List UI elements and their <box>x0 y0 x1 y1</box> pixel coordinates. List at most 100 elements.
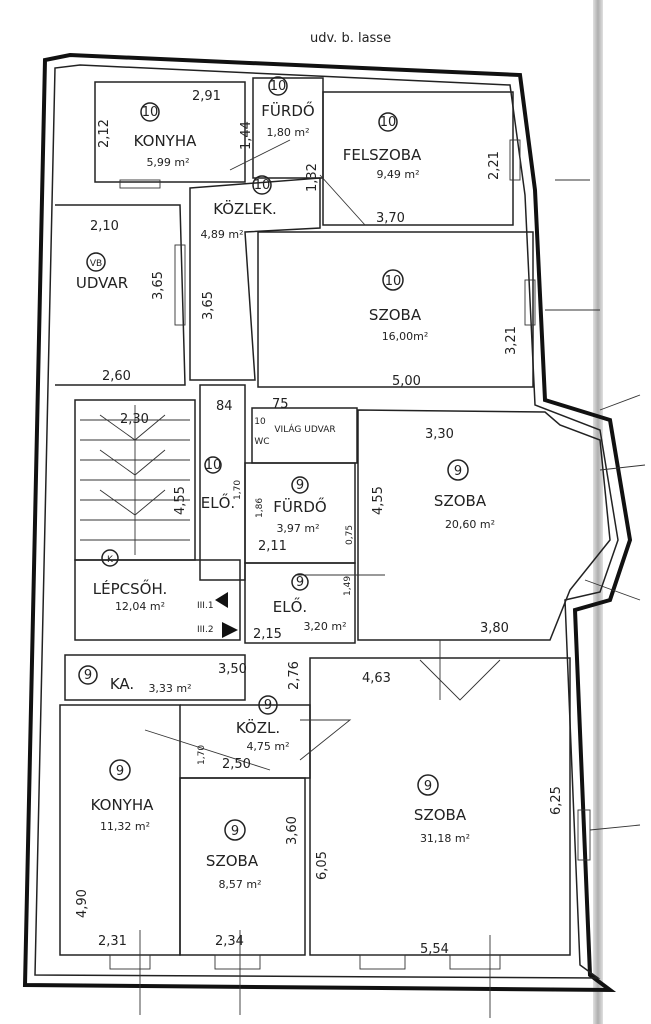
room-number-konyha-bottom: 9 <box>116 764 124 779</box>
elo-mid-walls <box>244 562 356 644</box>
dim-2-60: 2,60 <box>102 369 131 384</box>
dim-2-34: 2,34 <box>215 934 244 949</box>
dim-1-70-mid: 1,70 <box>233 480 243 500</box>
dim-2-31: 2,31 <box>98 934 127 949</box>
dim-3-80: 3,80 <box>480 621 509 636</box>
room-name-felszoba: FELSZOBA <box>343 146 422 164</box>
room-area-konyha-top: 5,99 m² <box>146 156 189 169</box>
room-name-lepcsoh: LÉPCSŐH. <box>93 578 167 598</box>
room-area-szoba-31: 31,18 m² <box>420 832 470 845</box>
room-area-felszoba: 9,49 m² <box>376 168 419 181</box>
floor-marker-1 <box>215 592 228 608</box>
dim-4-55-a: 4,55 <box>173 486 188 515</box>
dim-3-65-b: 3,65 <box>201 291 216 320</box>
room-name-szoba-31: SZOBA <box>414 806 467 824</box>
room-number-felszoba: 10 <box>380 115 397 130</box>
room-number-furdo-mid: 9 <box>296 478 304 493</box>
dim-3-30: 3,30 <box>425 427 454 442</box>
room-number-szoba-857: 9 <box>231 824 239 839</box>
lepcsoh-walls <box>74 559 241 641</box>
room-number-elo-mid: 9 <box>296 575 304 590</box>
szoba-20-walls <box>357 409 611 641</box>
room-name-wc: WC <box>254 437 269 447</box>
room-name-szoba-16: SZOBA <box>369 306 422 324</box>
dim-3-21: 3,21 <box>504 326 519 355</box>
dim-1-70: 1,70 <box>197 745 207 765</box>
room-name-furdo-top: FÜRDŐ <box>261 100 314 120</box>
dim-2-91: 2,91 <box>192 89 221 104</box>
room-area-lepcsoh: 12,04 m² <box>115 600 165 613</box>
window-marks <box>109 139 646 1018</box>
szoba-16-walls <box>257 231 534 388</box>
udvar-walls <box>55 204 186 386</box>
dim-5-54: 5,54 <box>420 942 449 957</box>
dim-1-32: 1,32 <box>305 163 320 192</box>
dim-6-05: 6,05 <box>315 851 330 880</box>
vilag-udvar-walls <box>251 407 358 464</box>
room-markers <box>78 76 469 841</box>
dim-2-21: 2,21 <box>487 151 502 180</box>
room-area-kamra: 3,33 m² <box>148 682 191 695</box>
dim-1-49: 1,49 <box>343 576 353 596</box>
door-swings <box>144 139 501 771</box>
dim-1-86: 1,86 <box>255 498 265 518</box>
room-number-szoba-31: 9 <box>424 779 432 794</box>
room-name-konyha-top: KONYHA <box>134 132 197 150</box>
room-area-furdo-top: 1,80 m² <box>266 126 309 139</box>
dim-0-75: 0,75 <box>345 525 355 545</box>
dim-2-50: 2,50 <box>222 757 251 772</box>
dim-1-44: 1,44 <box>239 121 254 150</box>
floor-marker-2 <box>222 622 238 638</box>
dim-84: 84 <box>216 399 233 414</box>
room-name-kamra: KA. <box>110 675 134 693</box>
dim-2-11: 2,11 <box>258 539 287 554</box>
room-number-elo-left: 10 <box>205 458 222 473</box>
room-name-szoba-857: SZOBA <box>206 852 259 870</box>
room-area-elo-mid: 3,20 m² <box>303 620 346 633</box>
dim-4-63: 4,63 <box>362 671 391 686</box>
room-area-furdo-mid: 3,97 m² <box>276 522 319 535</box>
room-number-furdo-top: 10 <box>270 79 287 94</box>
floor-mark-2: III.2 <box>197 625 214 635</box>
header-note: udv. b. lasse <box>310 31 391 46</box>
dim-3-70: 3,70 <box>376 211 405 226</box>
room-number-szoba-20: 9 <box>454 464 462 479</box>
room-number-wc: 10 <box>254 417 266 427</box>
room-area-szoba-20: 20,60 m² <box>445 518 495 531</box>
room-number-kozlek-top: 10 <box>254 178 271 193</box>
room-name-konyha-bottom: KONYHA <box>91 796 154 814</box>
dim-2-76: 2,76 <box>287 661 302 690</box>
room-number-kamra: 9 <box>84 668 92 683</box>
dim-4-55-b: 4,55 <box>371 486 386 515</box>
room-area-szoba-857: 8,57 m² <box>218 878 261 891</box>
dim-3-65-a: 3,65 <box>151 271 166 300</box>
kozlek-walls <box>189 177 321 381</box>
outer-wall-inner <box>34 64 619 979</box>
room-name-vilag-udvar: VILÁG UDVAR <box>274 423 335 435</box>
felszoba-walls <box>322 91 514 226</box>
room-area-kozlek-top: 4,89 m² <box>200 228 243 241</box>
dim-2-30: 2,30 <box>120 412 149 427</box>
room-name-furdo-mid: FÜRDŐ <box>273 496 326 516</box>
room-number-lepcsoh: K <box>107 555 114 565</box>
kamra-walls <box>64 654 246 701</box>
room-number-szoba-16: 10 <box>385 274 402 289</box>
dim-2-12: 2,12 <box>97 119 112 148</box>
dim-2-10: 2,10 <box>90 219 119 234</box>
dim-4-90: 4,90 <box>75 889 90 918</box>
scan-shadow <box>593 0 603 1024</box>
stairs <box>80 405 190 555</box>
room-name-kozl: KÖZL. <box>236 718 280 737</box>
dim-2-15: 2,15 <box>253 627 282 642</box>
floor-mark-1: III.1 <box>197 601 214 611</box>
dim-5-00: 5,00 <box>392 374 421 389</box>
room-name-szoba-20: SZOBA <box>434 492 487 510</box>
dim-6-25: 6,25 <box>549 786 564 815</box>
room-name-elo-mid: ELŐ. <box>273 596 307 616</box>
dim-75: 75 <box>272 397 289 412</box>
room-number-udvar: VB <box>90 259 102 269</box>
room-name-elo-left: ELŐ. <box>201 492 235 512</box>
room-number-kozl: 9 <box>264 698 272 713</box>
room-name-kozlek-top: KÖZLEK. <box>213 199 277 218</box>
